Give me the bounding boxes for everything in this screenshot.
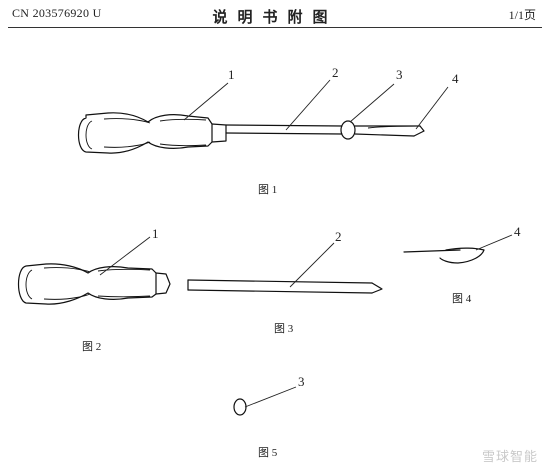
- figure-1: 1 2 3 4 图 1: [77, 65, 459, 196]
- figure-3: 2 图 3: [187, 229, 383, 335]
- fig3-label-2: 2: [335, 229, 342, 244]
- fig1-label-1: 1: [228, 67, 235, 82]
- page-title: 说明书附图: [212, 8, 338, 26]
- fig1-leader-1: [183, 82, 229, 121]
- fig2-label-1: 1: [152, 226, 159, 241]
- figure-2: 1 图 2: [17, 226, 171, 353]
- fig2-leader-1: [99, 236, 151, 276]
- header-rule: [8, 27, 542, 28]
- fig1-leader-4: [415, 86, 449, 130]
- fig4-caption: 图 4: [452, 292, 472, 305]
- fig1-label-3: 3: [396, 67, 403, 82]
- fig1-shaft: [225, 120, 425, 140]
- document-number: CN 203576920 U: [12, 6, 102, 20]
- page-number: 1/1页: [508, 8, 536, 22]
- fig1-leader-2: [285, 79, 331, 131]
- fig1-label-2: 2: [332, 65, 339, 80]
- fig4-leader-4: [475, 234, 513, 251]
- fig3-leader-2: [289, 242, 335, 288]
- fig1-caption: 图 1: [258, 183, 277, 196]
- fig1-leader-3: [349, 83, 395, 123]
- figure-5: 3 图 5: [233, 374, 305, 459]
- fig1-label-4: 4: [452, 71, 459, 86]
- figure-4: 4 图 4: [403, 224, 521, 305]
- fig1-collar: [340, 120, 356, 140]
- fig3-caption: 图 3: [274, 322, 294, 335]
- fig4-label-4: 4: [514, 224, 521, 239]
- watermark: 雪球智能: [481, 450, 538, 465]
- fig1-handle: [77, 112, 227, 154]
- fig5-caption: 图 5: [258, 446, 278, 459]
- fig5-leader-3: [244, 386, 297, 408]
- fig2-caption: 图 2: [82, 340, 101, 353]
- fig5-label-3: 3: [298, 374, 305, 389]
